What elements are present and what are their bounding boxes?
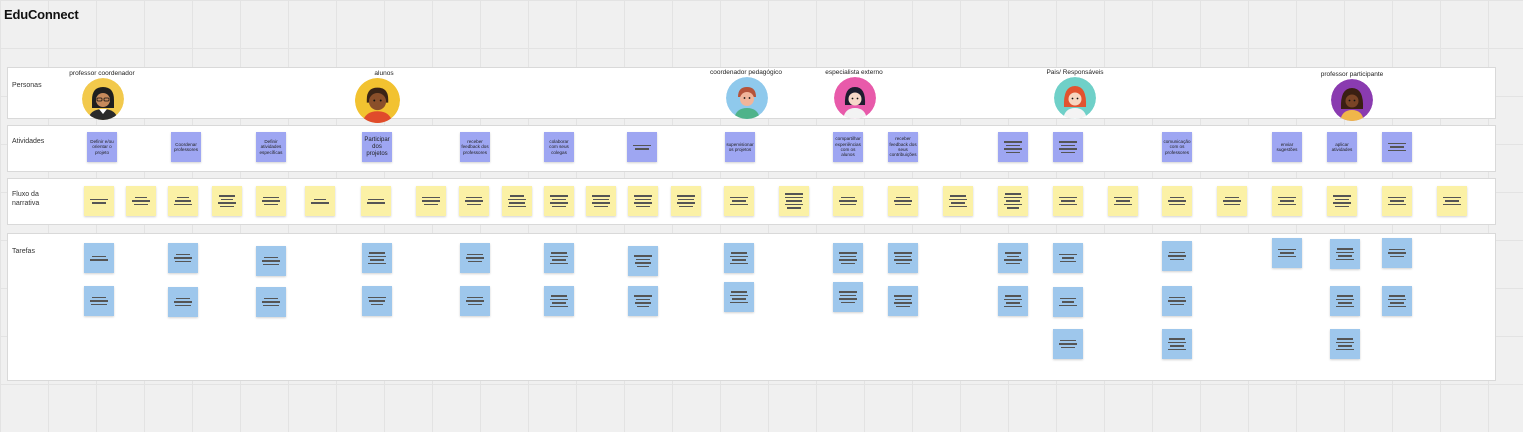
activity-note[interactable]: receber feedback dos professores [460, 132, 490, 162]
narrative-note[interactable] [586, 186, 616, 216]
narrative-note[interactable] [1382, 186, 1412, 216]
student-avatar-icon[interactable] [355, 78, 400, 123]
task-note[interactable] [362, 286, 392, 316]
narrative-note[interactable] [998, 186, 1028, 216]
task-note[interactable] [998, 243, 1028, 273]
task-note[interactable] [256, 287, 286, 317]
activity-note[interactable]: supervisionar os projetos [725, 132, 755, 162]
task-note[interactable] [998, 286, 1028, 316]
narrative-note[interactable] [1162, 186, 1192, 216]
task-note[interactable] [544, 243, 574, 273]
task-note[interactable] [460, 286, 490, 316]
lane-atividades: Atividades Definir e/ou orientar o proje… [7, 125, 1496, 172]
activity-note[interactable] [1382, 132, 1412, 162]
lane-label-atividades: Atividades [12, 138, 45, 145]
lane-label-fluxo: Fluxo da narrativa [12, 191, 40, 207]
task-note[interactable] [1382, 238, 1412, 268]
task-note[interactable] [1162, 329, 1192, 359]
activity-note[interactable]: compartilhar experiências com os alunos [833, 132, 863, 162]
task-note[interactable] [1330, 239, 1360, 269]
persona-name-alunos: alunos [374, 70, 394, 77]
task-note[interactable] [1330, 286, 1360, 316]
task-note[interactable] [1053, 243, 1083, 273]
narrative-note[interactable] [628, 186, 658, 216]
task-note[interactable] [628, 286, 658, 316]
narrative-note[interactable] [779, 186, 809, 216]
participant-teacher-avatar-icon[interactable] [1331, 79, 1373, 121]
activity-note[interactable]: Coordenar professores [171, 132, 201, 162]
activity-note[interactable] [998, 132, 1028, 162]
specialist-avatar-icon[interactable] [834, 77, 876, 119]
task-note[interactable] [544, 286, 574, 316]
narrative-note[interactable] [1217, 186, 1247, 216]
activity-note[interactable]: Participar dos projetos [362, 132, 392, 162]
narrative-note[interactable] [544, 186, 574, 216]
task-note[interactable] [84, 243, 114, 273]
narrative-note[interactable] [1437, 186, 1467, 216]
narrative-note[interactable] [84, 186, 114, 216]
narrative-note[interactable] [1053, 186, 1083, 216]
lane-tarefas: Tarefas [7, 233, 1496, 381]
lane-label-tarefas: Tarefas [12, 248, 35, 255]
narrative-note[interactable] [943, 186, 973, 216]
task-note[interactable] [724, 282, 754, 312]
persona-name-especialista-externo: especialista externo [825, 69, 883, 76]
task-note[interactable] [460, 243, 490, 273]
narrative-note[interactable] [724, 186, 754, 216]
narrative-note[interactable] [256, 186, 286, 216]
narrative-note[interactable] [888, 186, 918, 216]
narrative-note[interactable] [671, 186, 701, 216]
lane-personas: Personas professor coordenador alunos co… [7, 67, 1496, 123]
task-note[interactable] [1382, 286, 1412, 316]
task-note[interactable] [362, 243, 392, 273]
activity-note[interactable]: comunicação com os professores [1162, 132, 1192, 162]
activity-note[interactable]: Definir e/ou orientar o projeto [87, 132, 117, 162]
task-note[interactable] [724, 243, 754, 273]
narrative-note[interactable] [459, 186, 489, 216]
activity-note[interactable]: enviar sugestões [1272, 132, 1302, 162]
activity-note[interactable]: receber feedback dos seus contribuições [888, 132, 918, 162]
narrative-note[interactable] [416, 186, 446, 216]
task-note[interactable] [833, 282, 863, 312]
persona-name-coordenador-pedagogico: coordenador pedagógico [710, 69, 782, 76]
narrative-note[interactable] [1272, 186, 1302, 216]
teacher-avatar-icon[interactable] [82, 78, 124, 120]
activity-note[interactable]: aplicar atividades [1327, 132, 1357, 162]
task-note[interactable] [1330, 329, 1360, 359]
narrative-note[interactable] [212, 186, 242, 216]
narrative-note[interactable] [833, 186, 863, 216]
activity-note[interactable] [627, 132, 657, 162]
lane-fluxo-narrativa: Fluxo da narrativa [7, 178, 1496, 225]
persona-name-professor-participante: professor participante [1320, 71, 1384, 78]
task-note[interactable] [84, 286, 114, 316]
task-note[interactable] [1053, 287, 1083, 317]
task-note[interactable] [888, 286, 918, 316]
activity-note[interactable]: colaborar com seus colegas [544, 132, 574, 162]
task-note[interactable] [168, 243, 198, 273]
task-note[interactable] [1162, 241, 1192, 271]
activity-note[interactable] [1053, 132, 1083, 162]
narrative-note[interactable] [1327, 186, 1357, 216]
task-note[interactable] [1053, 329, 1083, 359]
task-note[interactable] [833, 243, 863, 273]
task-note[interactable] [1272, 238, 1302, 268]
narrative-note[interactable] [126, 186, 156, 216]
parent-avatar-icon[interactable] [1054, 77, 1096, 119]
task-note[interactable] [1162, 286, 1192, 316]
coordinator-avatar-icon[interactable] [726, 77, 768, 119]
lane-label-personas: Personas [12, 82, 42, 89]
narrative-note[interactable] [305, 186, 335, 216]
narrative-note[interactable] [502, 186, 532, 216]
task-note[interactable] [256, 246, 286, 276]
task-note[interactable] [628, 246, 658, 276]
narrative-note[interactable] [1108, 186, 1138, 216]
activity-note[interactable]: Definir atividades específicas [256, 132, 286, 162]
persona-name-pais-responsaveis: Pais/ Responsáveis [1046, 69, 1104, 76]
task-note[interactable] [888, 243, 918, 273]
task-note[interactable] [168, 287, 198, 317]
board-title: EduConnect [4, 7, 79, 22]
narrative-note[interactable] [168, 186, 198, 216]
persona-name-professor-coordenador: professor coordenador [69, 70, 135, 77]
narrative-note[interactable] [361, 186, 391, 216]
